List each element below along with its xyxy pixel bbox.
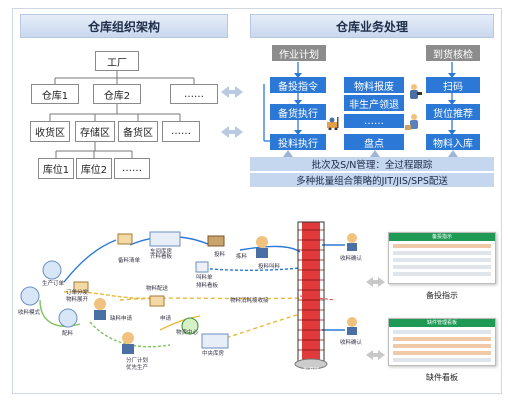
prep-screen-titlebar bbox=[389, 233, 495, 241]
scan-box: 扫码 bbox=[426, 77, 480, 93]
feed-execution-box: 投料执行 bbox=[270, 134, 326, 150]
shortage-screen-titlebar bbox=[389, 319, 495, 327]
flow-label-workshop-store: 车间库房 bbox=[150, 249, 173, 255]
prep-screen-row bbox=[393, 258, 491, 262]
flow-label-production-order: 生产订单 bbox=[42, 281, 65, 287]
slot-recommend-box: 货位推荐 bbox=[426, 104, 480, 120]
shortage-screen-caption: 缺件看板 bbox=[426, 373, 458, 382]
flow-label-branch-plan: 分厂计划 bbox=[126, 358, 149, 364]
prep-screen-row bbox=[393, 272, 491, 276]
arrival-check-box: 到货核检 bbox=[426, 45, 480, 61]
shortage-board-screen: 缺件管理看板 bbox=[388, 318, 496, 366]
process-title: 仓库业务处理 bbox=[250, 14, 494, 38]
factory-node: 工厂 bbox=[95, 51, 139, 71]
flow-label-order-dispatch: 订单分发 bbox=[66, 290, 89, 296]
flow-label-receive-mode: 收料模式 bbox=[18, 310, 41, 316]
flow-label-receive-confirm-2: 收料确认 bbox=[340, 340, 363, 346]
prep-screen-row bbox=[393, 244, 491, 248]
nonprod-return-box: 非生产领退 bbox=[344, 95, 404, 111]
warehouse-node-more: …… bbox=[170, 84, 218, 104]
flow-label-kitting-board: 齐料看板 bbox=[150, 254, 173, 260]
jit-delivery-band: 多种批量组合策略的JIT/JIS/SPS配送 bbox=[250, 173, 494, 187]
flow-label-prep-list: 备料清单 bbox=[118, 258, 141, 264]
warehouse-node-1: 仓库1 bbox=[31, 84, 79, 104]
flow-label-central-store: 中央库房 bbox=[202, 351, 225, 357]
zone-node-more: …… bbox=[162, 121, 200, 142]
prep-screen-caption: 备投指示 bbox=[426, 291, 458, 300]
shortage-screen-title: 缺件管理看板 bbox=[426, 320, 457, 326]
flow-label-discharge-board: 排料看板 bbox=[196, 283, 219, 289]
scanner-worker-icon bbox=[405, 83, 423, 101]
flow-label-batching: 配料 bbox=[62, 331, 74, 337]
org-title: 仓库组织架构 bbox=[20, 14, 228, 38]
prep-screen-title: 备投指示 bbox=[431, 234, 452, 240]
zone-node-staging: 备货区 bbox=[118, 121, 158, 142]
inventory-count-box: 盘点 bbox=[344, 134, 404, 150]
zone-node-storage: 存储区 bbox=[75, 121, 115, 142]
prep-instruction-box: 备投指令 bbox=[270, 77, 326, 93]
shortage-screen-row bbox=[393, 344, 491, 348]
prep-screen-row bbox=[393, 265, 491, 269]
shortage-screen-row bbox=[393, 337, 491, 341]
scrap-box: 物料报废 bbox=[344, 77, 404, 93]
flow-label-receive-confirm-1: 收料确认 bbox=[340, 256, 363, 262]
zone-node-receiving: 收货区 bbox=[30, 121, 70, 142]
production-line-label: 生产线 bbox=[303, 368, 320, 374]
flow-label-picking: 拣料 bbox=[236, 254, 248, 260]
org-connectors bbox=[49, 71, 243, 158]
prep-execution-box: 备货执行 bbox=[270, 104, 326, 120]
location-node-1: 库位1 bbox=[38, 158, 74, 179]
flow-label-feeding: 投料 bbox=[214, 252, 226, 258]
flow-label-material-expand: 物料展开 bbox=[66, 297, 89, 303]
flow-label-consumption: 物料消耗接收接 bbox=[230, 298, 269, 304]
shortage-screen-row bbox=[393, 330, 491, 334]
shortage-screen-row bbox=[393, 358, 491, 362]
flow-label-shortage-request: 缺料申请 bbox=[110, 316, 133, 322]
prep-instruction-screen: 备投指示 bbox=[388, 232, 496, 284]
flow-label-priority-production: 优先生产 bbox=[126, 365, 149, 371]
flow-label-material-center: 物资中心 bbox=[176, 330, 199, 336]
shelf-worker-icon bbox=[405, 113, 423, 131]
shortage-screen-row bbox=[393, 351, 491, 355]
location-node-2: 库位2 bbox=[76, 158, 112, 179]
process-connectors bbox=[263, 62, 458, 157]
more-ops-box: …… bbox=[344, 114, 404, 128]
prep-screen-row bbox=[393, 251, 491, 255]
batch-tracking-band: 批次及S/N管理：全过程跟踪 bbox=[250, 157, 494, 171]
flow-label-delivery: 物料配送 bbox=[146, 286, 169, 292]
warehouse-node-2: 仓库2 bbox=[93, 84, 141, 104]
location-node-more: …… bbox=[114, 158, 150, 179]
plan-box: 作业计划 bbox=[272, 45, 326, 61]
flow-label-request: 申请 bbox=[160, 316, 172, 322]
flow-label-call-list: 叫料单 bbox=[196, 275, 213, 281]
flow-label-feed-call: 投料叫料 bbox=[258, 264, 281, 270]
inbound-box: 物料入库 bbox=[426, 134, 480, 150]
forklift-worker-icon bbox=[326, 115, 342, 131]
